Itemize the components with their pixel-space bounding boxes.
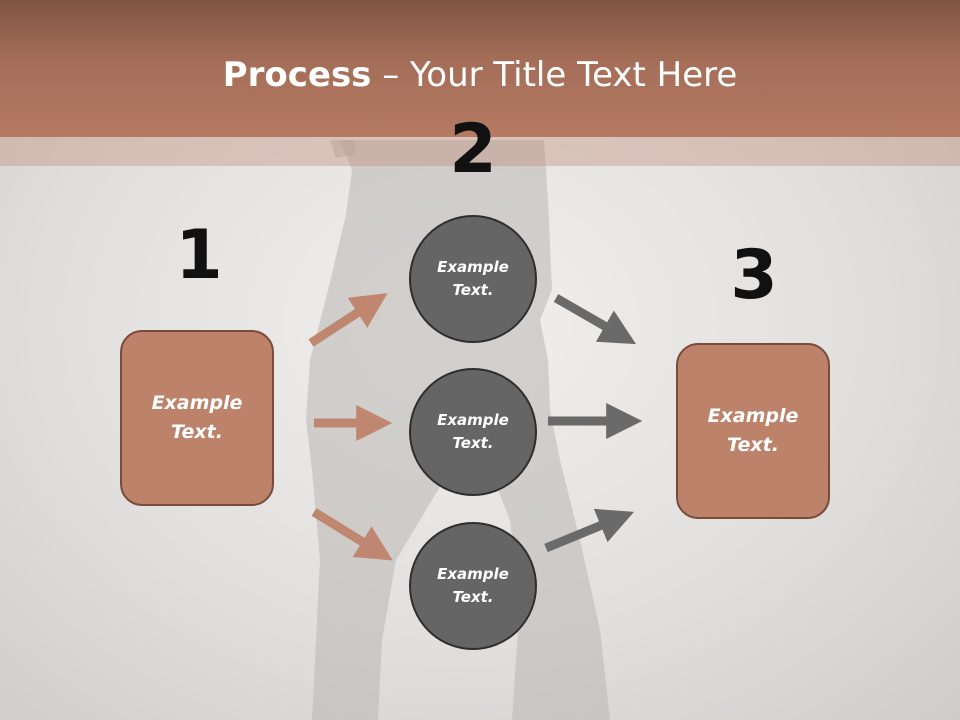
right-process-box: Example Text.	[676, 343, 830, 519]
process-circle-1: Example Text.	[409, 215, 537, 343]
title-rest: – Your Title Text Here	[371, 55, 738, 95]
left-process-box: Example Text.	[120, 330, 274, 506]
circle-1-text: Example Text.	[437, 258, 509, 299]
arrow-box1-to-circle3	[311, 508, 393, 561]
slide-title: Process – Your Title Text Here	[0, 52, 960, 98]
header-bar	[0, 0, 960, 137]
title-bold: Process	[222, 55, 372, 95]
header-band	[0, 137, 960, 166]
step-number-3: 3	[730, 236, 778, 315]
left-box-text: Example Text.	[151, 392, 243, 443]
right-box-text: Example Text.	[707, 405, 799, 456]
process-circle-3: Example Text.	[409, 522, 537, 650]
process-circle-2: Example Text.	[409, 368, 537, 496]
arrow-circle1-to-box3	[553, 294, 637, 345]
step-number-1: 1	[175, 216, 223, 295]
arrow-circle3-to-box3	[544, 508, 634, 553]
arrow-box1-to-circle1	[308, 293, 388, 347]
step-number-2: 2	[449, 110, 497, 189]
circle-3-text: Example Text.	[437, 565, 509, 606]
circle-2-text: Example Text.	[437, 411, 509, 452]
